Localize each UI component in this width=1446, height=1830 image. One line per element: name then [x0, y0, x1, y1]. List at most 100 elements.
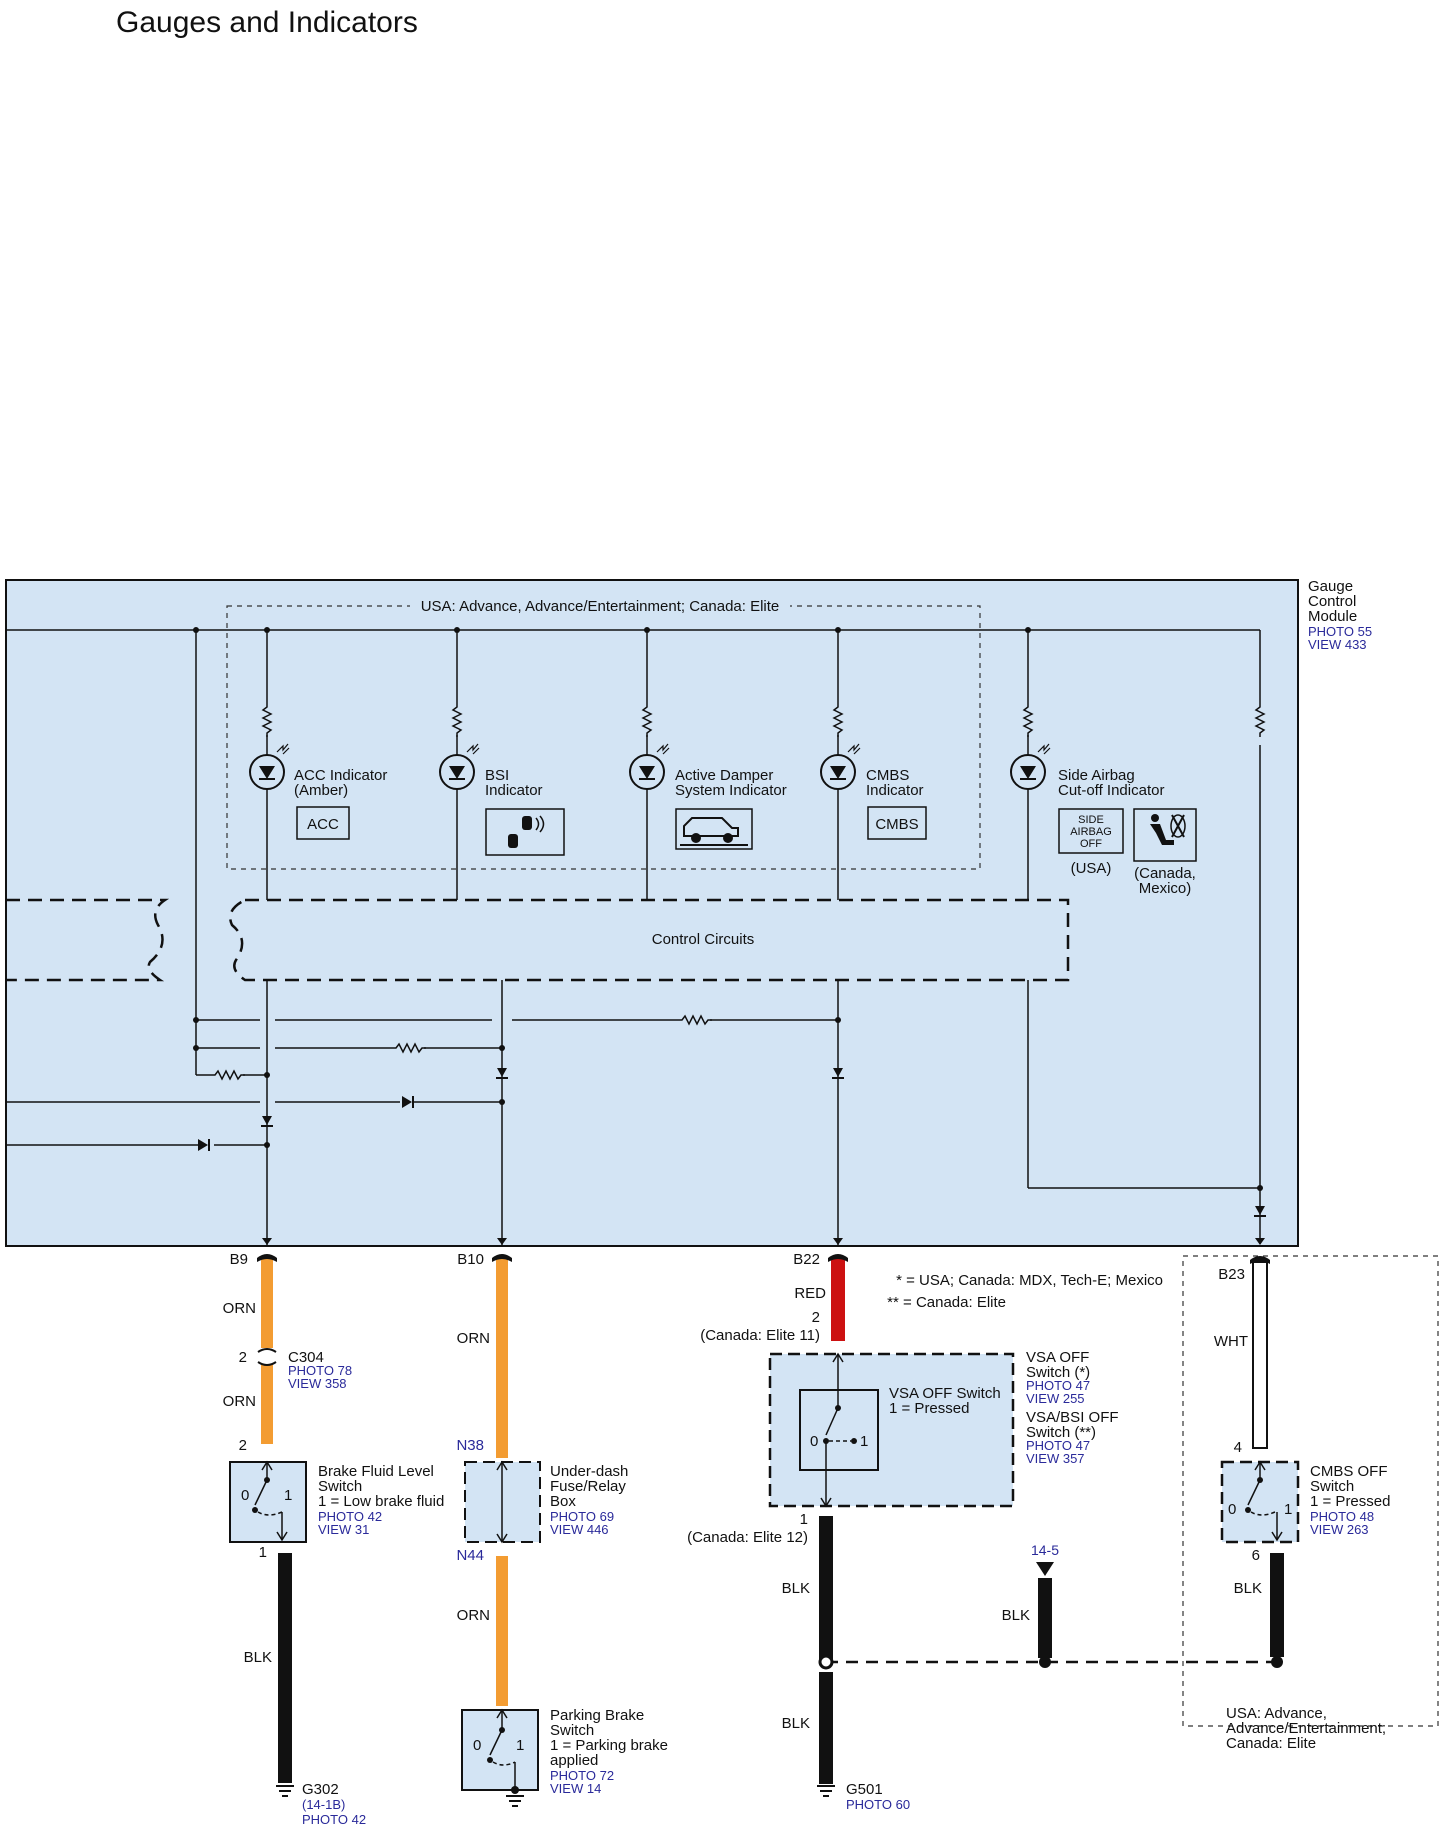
svg-text:Parking Brake: Parking Brake: [550, 1707, 644, 1724]
svg-text:Control Circuits: Control Circuits: [652, 931, 755, 948]
ground-g501: G501 PHOTO 60: [846, 1781, 910, 1812]
svg-text:PHOTO 42: PHOTO 42: [302, 1812, 366, 1827]
svg-text:PHOTO 60: PHOTO 60: [846, 1797, 910, 1812]
svg-text:AIRBAG: AIRBAG: [1070, 826, 1112, 838]
svg-text:ORN: ORN: [457, 1607, 490, 1624]
ground-g501-icon: [816, 1785, 836, 1797]
terminal-b10: B10: [457, 1251, 484, 1268]
ground-parking-icon: [505, 1795, 525, 1807]
svg-text:N44: N44: [456, 1547, 484, 1564]
damper-indicator: Active Damper System Indicator: [675, 767, 787, 850]
svg-text:BLK: BLK: [782, 1715, 810, 1732]
control-circuits: Control Circuits: [6, 898, 1070, 982]
svg-text:1: 1: [259, 1544, 267, 1561]
svg-text:* = USA; Canada: MDX, Tech-E;: * = USA; Canada: MDX, Tech-E; Mexico: [896, 1272, 1163, 1289]
svg-text:OFF: OFF: [1080, 838, 1102, 850]
svg-text:Box: Box: [550, 1493, 576, 1510]
svg-text:WHT: WHT: [1214, 1333, 1248, 1350]
svg-text:ORN: ORN: [457, 1330, 490, 1347]
svg-text:CMBS: CMBS: [875, 816, 918, 833]
svg-text:Advance/Entertainment;: Advance/Entertainment;: [1226, 1720, 1386, 1737]
svg-text:PHOTO 47: PHOTO 47: [1026, 1438, 1090, 1453]
svg-text:1 = Pressed: 1 = Pressed: [1310, 1493, 1390, 1510]
svg-text:Switch: Switch: [550, 1722, 594, 1739]
ground-splice: [818, 1654, 1283, 1670]
svg-text:VIEW 263: VIEW 263: [1310, 1522, 1369, 1537]
svg-text:PHOTO 48: PHOTO 48: [1310, 1509, 1374, 1524]
svg-text:0: 0: [810, 1433, 818, 1450]
svg-text:14-5: 14-5: [1031, 1542, 1059, 1558]
svg-text:4: 4: [1234, 1439, 1242, 1456]
svg-text:0: 0: [1228, 1501, 1236, 1518]
ref-14-5: 14-5 BLK: [1002, 1542, 1059, 1658]
svg-text:(USA): (USA): [1071, 860, 1112, 877]
svg-text:Switch (*): Switch (*): [1026, 1364, 1090, 1381]
svg-text:SIDE: SIDE: [1078, 814, 1104, 826]
svg-text:(Canada: Elite 11): (Canada: Elite 11): [700, 1327, 820, 1344]
svg-text:G302: G302: [302, 1781, 339, 1798]
svg-text:Switch: Switch: [318, 1478, 362, 1495]
svg-text:BLK: BLK: [782, 1580, 810, 1597]
svg-text:VIEW 433: VIEW 433: [1308, 637, 1367, 652]
svg-text:Cut-off Indicator: Cut-off Indicator: [1058, 782, 1164, 799]
cmbs-option-box: [1182, 1255, 1439, 1727]
svg-text:ACC: ACC: [307, 816, 339, 833]
ground-g302-icon: [275, 1785, 295, 1797]
cmbs-indicator: CMBS Indicator CMBS: [866, 767, 927, 840]
svg-text:PHOTO 72: PHOTO 72: [550, 1768, 614, 1783]
svg-text:Side Airbag: Side Airbag: [1058, 767, 1135, 784]
svg-text:ORN: ORN: [223, 1393, 256, 1410]
svg-text:(Canada,: (Canada,: [1134, 865, 1196, 882]
bsi-indicator: BSI Indicator: [485, 767, 565, 856]
svg-text:applied: applied: [550, 1752, 598, 1769]
svg-text:VSA OFF Switch: VSA OFF Switch: [889, 1385, 1001, 1402]
svg-text:Switch (**): Switch (**): [1026, 1424, 1096, 1441]
seat-airbag-off-icon: [1150, 814, 1186, 845]
svg-text:1: 1: [284, 1487, 292, 1504]
page-title: Gauges and Indicators: [116, 6, 418, 39]
svg-text:VIEW 357: VIEW 357: [1026, 1451, 1085, 1466]
svg-text:(Canada: Elite 12): (Canada: Elite 12): [687, 1529, 808, 1546]
wire-b22-red: [831, 1258, 845, 1341]
side-airbag-indicator: Side Airbag Cut-off Indicator SIDE AIRBA…: [1058, 767, 1197, 897]
option-dashed-box: [226, 605, 981, 870]
svg-text:6: 6: [1252, 1547, 1260, 1564]
svg-text:VIEW 31: VIEW 31: [318, 1522, 369, 1537]
svg-text:VSA/BSI OFF: VSA/BSI OFF: [1026, 1409, 1119, 1426]
svg-text:System Indicator: System Indicator: [675, 782, 787, 799]
svg-text:G501: G501: [846, 1781, 883, 1798]
svg-text:VIEW 446: VIEW 446: [550, 1522, 609, 1537]
cmbs-off-switch: 0 1 CMBS OFF Switch 1 = Pressed PHOTO 48…: [1220, 1460, 1390, 1544]
svg-text:ACC Indicator: ACC Indicator: [294, 767, 387, 784]
terminal-b22: B22: [793, 1251, 820, 1268]
svg-text:Fuse/Relay: Fuse/Relay: [550, 1478, 626, 1495]
svg-text:PHOTO 55: PHOTO 55: [1308, 624, 1372, 639]
terminal-b9: B9: [230, 1251, 248, 1268]
svg-text:CMBS OFF: CMBS OFF: [1310, 1463, 1388, 1480]
svg-text:2: 2: [239, 1437, 247, 1454]
svg-text:VIEW 14: VIEW 14: [550, 1781, 601, 1796]
svg-text:Active Damper: Active Damper: [675, 767, 773, 784]
svg-text:BLK: BLK: [1002, 1607, 1030, 1624]
svg-text:Module: Module: [1308, 608, 1357, 625]
svg-text:2: 2: [239, 1349, 247, 1366]
svg-text:ORN: ORN: [223, 1300, 256, 1317]
wire-b9-orn: [261, 1258, 273, 1444]
svg-text:C304: C304: [288, 1349, 324, 1366]
wire-b9-blk: [278, 1553, 292, 1783]
svg-text:RED: RED: [794, 1285, 826, 1302]
connector-c304: 2 C304 PHOTO 78 VIEW 358: [239, 1348, 352, 1391]
svg-text:1 = Parking brake: 1 = Parking brake: [550, 1737, 668, 1754]
svg-text:2: 2: [812, 1309, 820, 1326]
svg-text:1: 1: [800, 1511, 808, 1528]
svg-text:Under-dash: Under-dash: [550, 1463, 628, 1480]
svg-text:1: 1: [516, 1737, 524, 1754]
svg-text:PHOTO 47: PHOTO 47: [1026, 1378, 1090, 1393]
svg-text:BLK: BLK: [244, 1649, 272, 1666]
ground-g302: G302 (14-1B) PHOTO 42: [302, 1781, 366, 1827]
vsa-off-switch: 0 1 VSA OFF Switch 1 = Pressed VSA OFF S…: [768, 1349, 1119, 1508]
wire-b23-wht: [1252, 1261, 1268, 1449]
damper-car-icon: [680, 817, 748, 846]
svg-text:(14-1B): (14-1B): [302, 1797, 345, 1812]
svg-text:1 = Pressed: 1 = Pressed: [889, 1400, 969, 1417]
